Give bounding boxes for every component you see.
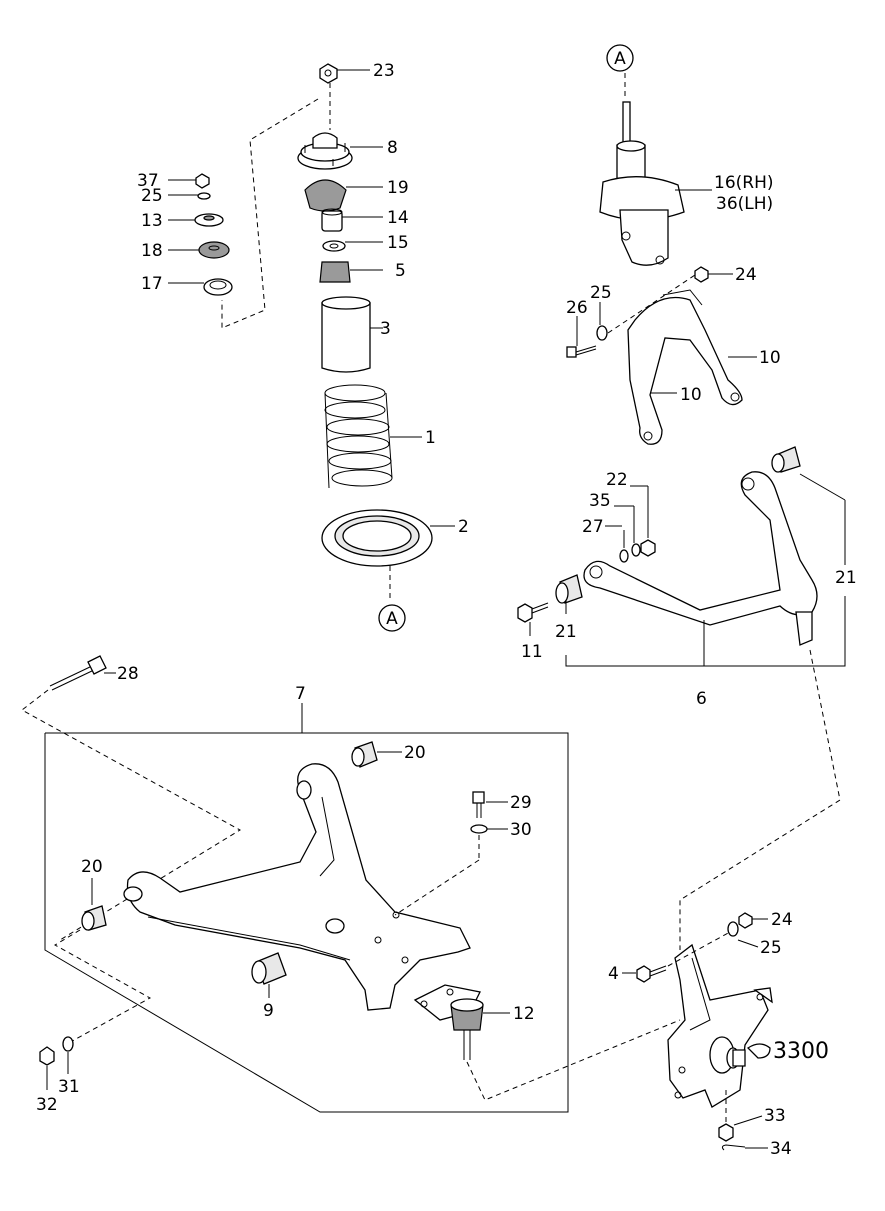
callout-11: 11	[521, 642, 543, 662]
part-19-bump-rubber	[304, 179, 347, 212]
part-26-bolt	[566, 345, 597, 358]
callout-18: 18	[141, 241, 163, 261]
callout-25-upper: 25	[141, 186, 163, 206]
part-27-washer	[619, 549, 629, 563]
part-34-cotter-pin	[721, 1144, 746, 1151]
part-17-seat	[203, 278, 233, 296]
part-25-washer-small	[197, 192, 211, 200]
callout-6: 6	[696, 689, 707, 709]
callout-35: 35	[589, 491, 611, 511]
dashed-link-side-parts	[221, 98, 319, 329]
part-35-washer	[631, 543, 641, 557]
part-3-dust-cover	[321, 296, 371, 373]
callout-15: 15	[387, 233, 409, 253]
part-28-bolt	[49, 655, 107, 691]
part-13-washer	[194, 213, 224, 227]
part-21-bushing-lower-left	[555, 574, 583, 604]
callout-A-lower: A	[386, 609, 398, 629]
part-2-spring-pad	[321, 509, 433, 567]
part-4-bolt	[636, 965, 667, 983]
callout-10-left: 10	[680, 385, 702, 405]
callout-24-lower: 24	[771, 910, 793, 930]
callout-21-left: 21	[555, 622, 577, 642]
callout-36-lh: 36(LH)	[716, 194, 773, 214]
callout-29: 29	[510, 793, 532, 813]
callout-16-rh: 16(RH)	[714, 173, 774, 193]
callout-19: 19	[387, 178, 409, 198]
callout-30: 30	[510, 820, 532, 840]
part-12-ball-joint	[413, 984, 484, 1060]
callout-25-lower: 25	[760, 938, 782, 958]
callout-20-left: 20	[81, 857, 103, 877]
callout-5: 5	[395, 261, 406, 281]
callout-37: 37	[137, 171, 159, 191]
callout-14: 14	[387, 208, 409, 228]
callout-23: 23	[373, 61, 395, 81]
callout-33: 33	[764, 1106, 786, 1126]
callout-2: 2	[458, 517, 469, 537]
part-8-strut-mount	[297, 132, 353, 170]
callout-3300: 3300	[773, 1039, 829, 1064]
callout-32: 32	[36, 1095, 58, 1115]
part-1-coil-spring	[324, 384, 393, 489]
dashed-link-nut	[54, 929, 152, 1046]
part-20-bushing-left	[81, 905, 107, 931]
part-10-fork	[627, 289, 743, 445]
dashed-link-lower-balljoint	[466, 1019, 681, 1101]
part-18-bushing	[198, 241, 230, 259]
reference-a-circle-upper	[606, 44, 634, 72]
part-3300-knuckle	[667, 943, 773, 1108]
mark-3300-shape	[746, 1043, 771, 1059]
callout-20-top: 20	[404, 743, 426, 763]
callout-4: 4	[608, 964, 619, 984]
callout-7: 7	[295, 684, 306, 704]
callout-28: 28	[117, 664, 139, 684]
callout-21-right: 21	[835, 568, 857, 588]
part-25-washer-right	[596, 325, 608, 341]
part-5-bump-stopper	[319, 261, 351, 283]
part-22-nut	[640, 539, 656, 557]
part-11-bolt	[517, 602, 549, 623]
callout-1: 1	[425, 428, 436, 448]
part-31-washer	[62, 1036, 74, 1052]
part-15-washer	[322, 240, 346, 252]
part-29-bolt	[472, 791, 485, 818]
callout-12: 12	[513, 1004, 535, 1024]
callout-24-upper: 24	[735, 265, 757, 285]
part-25-washer-lower	[727, 921, 739, 937]
callout-9: 9	[263, 1001, 274, 1021]
part-7-lower-arm	[123, 763, 471, 1011]
part-6-upper-arm	[583, 471, 818, 646]
part-16-shock-absorber	[599, 101, 685, 266]
callout-13: 13	[141, 211, 163, 231]
callout-A-upper: A	[614, 49, 626, 69]
callout-22: 22	[606, 470, 628, 490]
lower-arm-group-frame	[44, 732, 569, 1113]
part-24-nut-lower	[738, 912, 753, 929]
reference-a-circle-lower	[378, 604, 406, 632]
part-20-bushing-top	[351, 741, 378, 768]
callout-25-right: 25	[590, 283, 612, 303]
part-23-nut	[319, 63, 338, 84]
part-33-nut	[718, 1123, 734, 1142]
callout-17: 17	[141, 274, 163, 294]
dashed-link-upper-balljoint	[679, 649, 841, 950]
callout-26: 26	[566, 298, 588, 318]
callout-27: 27	[582, 517, 604, 537]
callout-31: 31	[58, 1077, 80, 1097]
part-21-bushing-upper-right	[771, 446, 801, 473]
part-37-nut	[195, 173, 210, 189]
part-14-collar	[321, 208, 343, 232]
callout-3: 3	[380, 319, 391, 339]
part-24-nut-upper	[694, 266, 709, 283]
callout-8: 8	[387, 138, 398, 158]
part-32-nut	[39, 1046, 55, 1066]
callout-34: 34	[770, 1139, 792, 1159]
callout-10-right: 10	[759, 348, 781, 368]
part-9-bushing	[251, 952, 287, 985]
part-30-washer	[470, 824, 488, 834]
